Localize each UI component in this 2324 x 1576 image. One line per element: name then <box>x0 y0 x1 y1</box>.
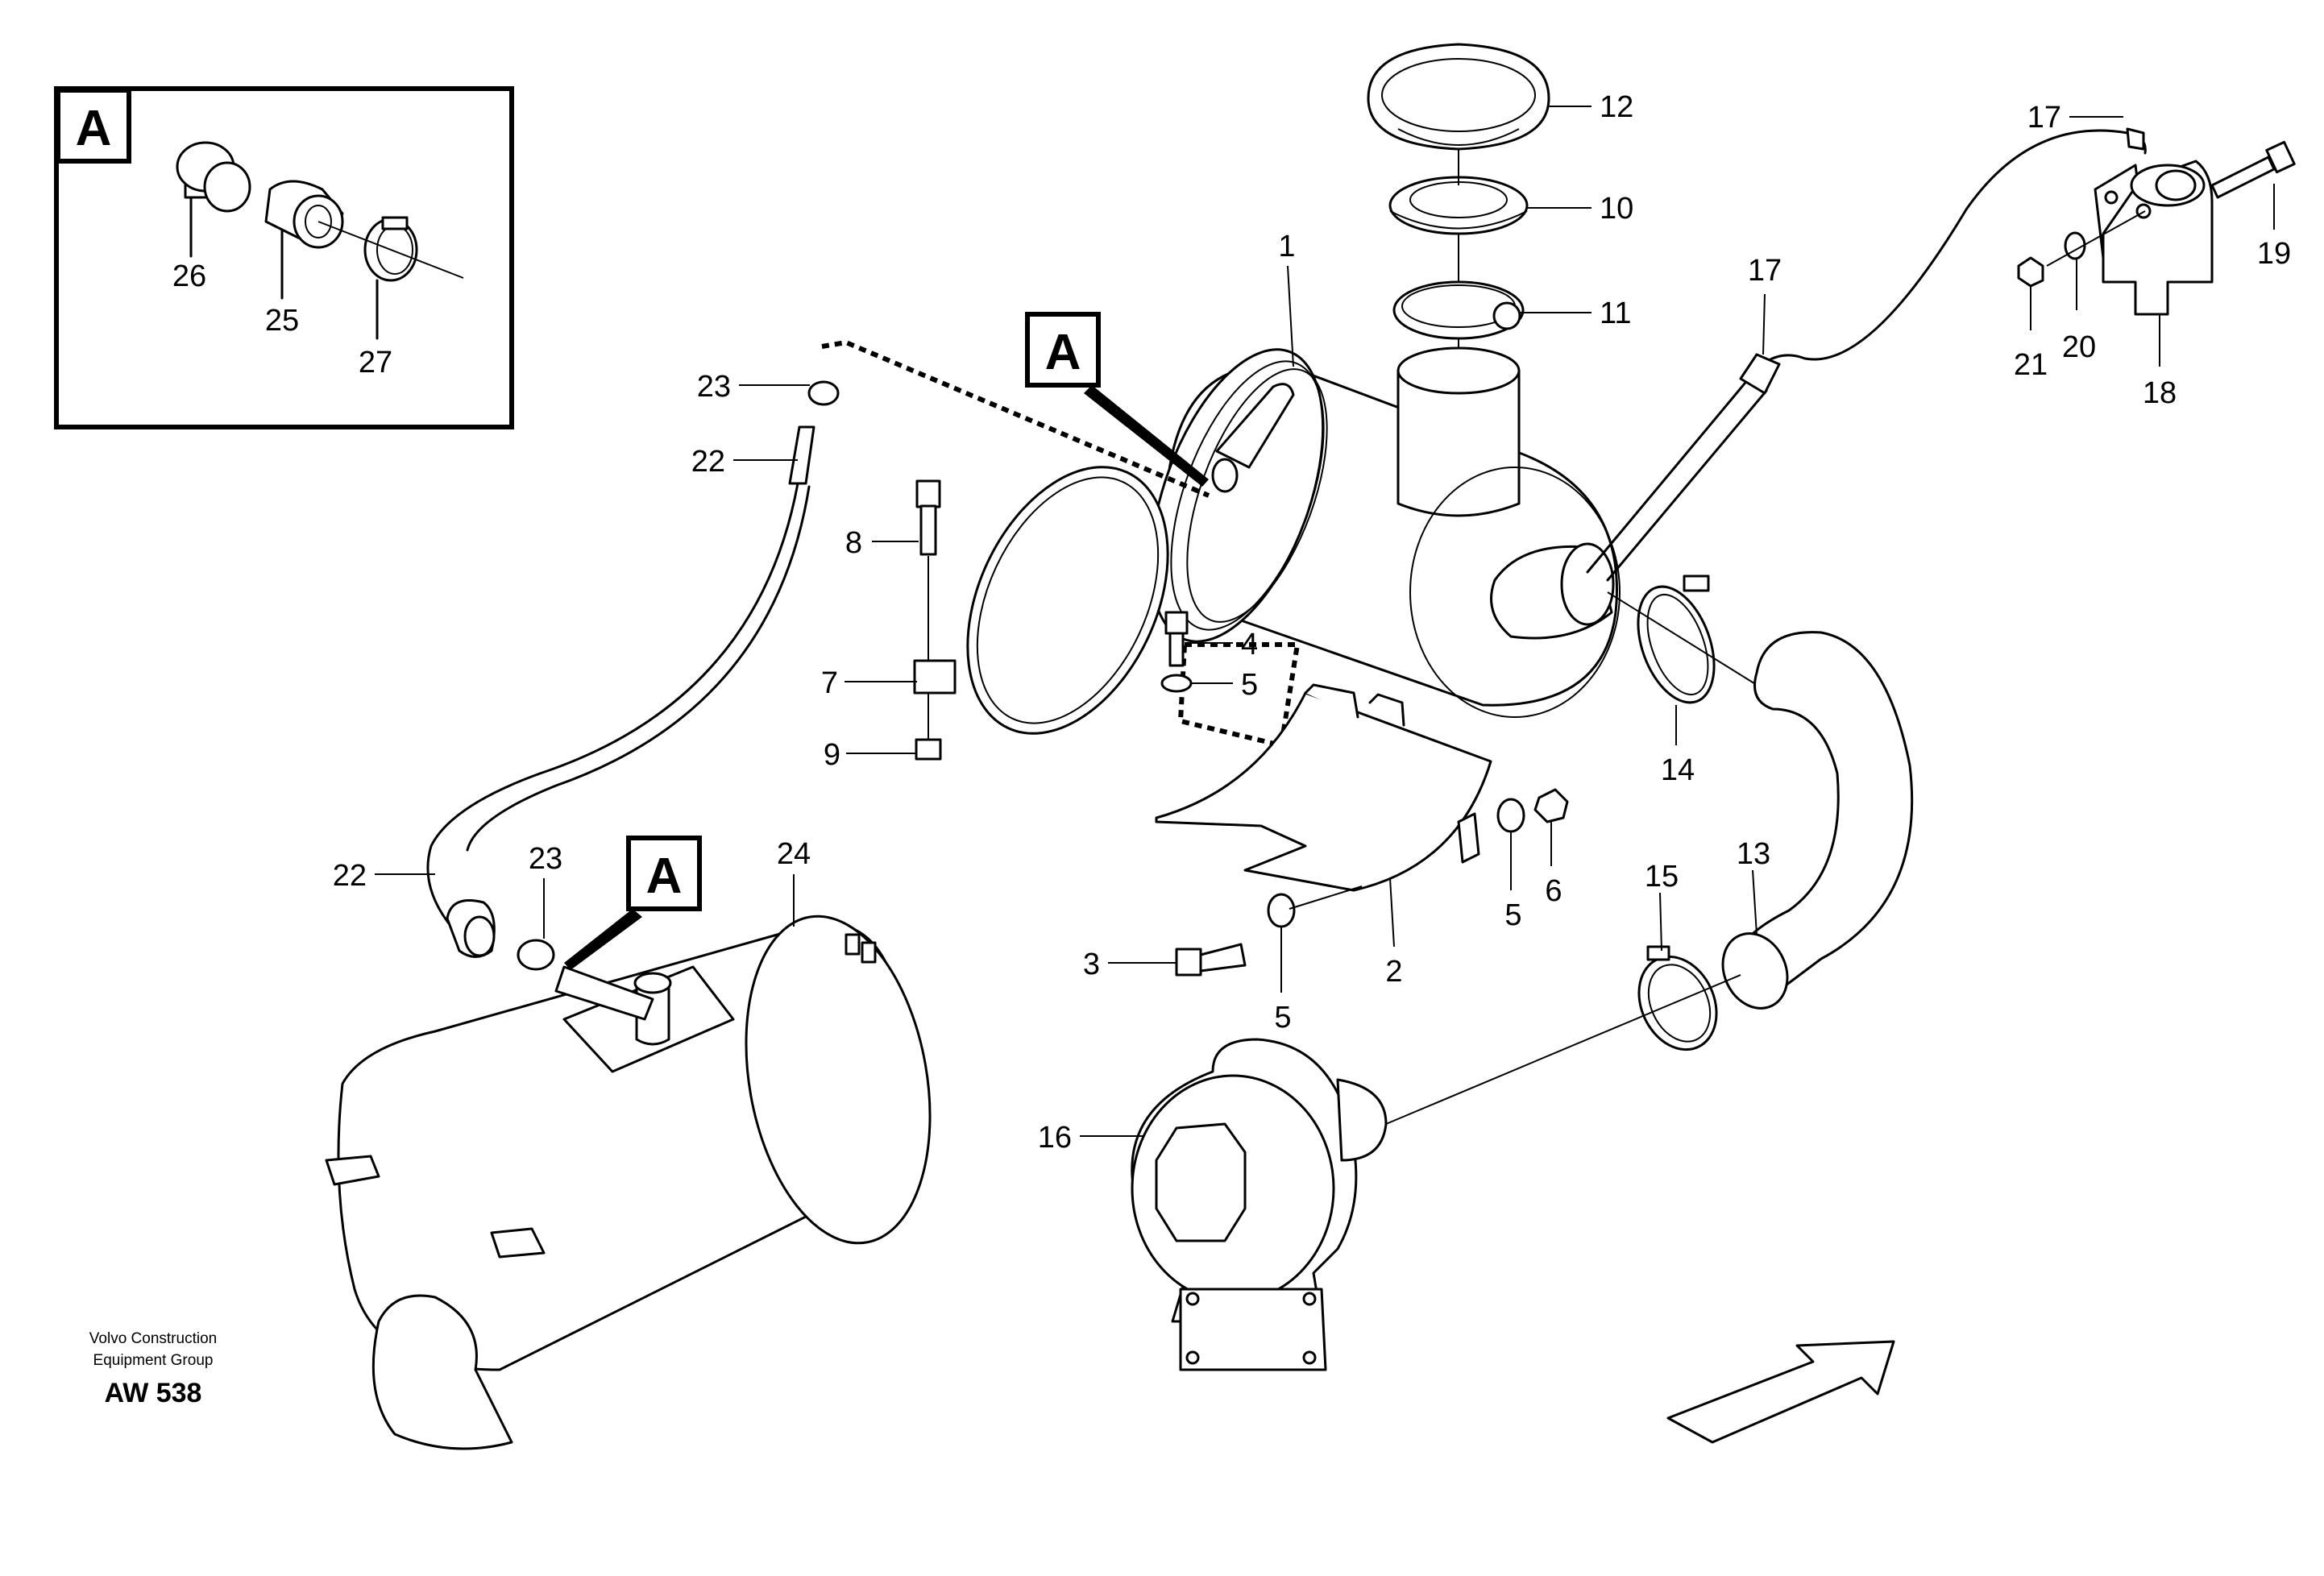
part-24-tank <box>325 914 932 1450</box>
part-12-cap <box>1367 43 1550 151</box>
callout-12: 12 <box>1600 90 1633 124</box>
callout-18: 18 <box>2143 376 2177 410</box>
callout-26: 26 <box>172 259 206 293</box>
callout-15: 15 <box>1645 860 1679 894</box>
callout-23-lower: 23 <box>529 842 562 876</box>
part-22-hose-upper <box>788 425 815 485</box>
callout-19: 19 <box>2257 237 2291 271</box>
part-22-hose-lower <box>446 899 496 958</box>
detail-tag-lower: A <box>564 836 702 970</box>
callout-25: 25 <box>265 304 299 338</box>
part-23-clip-upper <box>807 380 840 406</box>
callout-1: 1 <box>1278 230 1295 263</box>
callout-7: 7 <box>821 666 838 700</box>
part-3-bolt <box>1175 943 1247 977</box>
callout-22-lower: 22 <box>333 859 367 893</box>
hose-route-dashed <box>821 339 1210 498</box>
callout-24: 24 <box>777 837 811 871</box>
part-4-bolt <box>1164 611 1189 667</box>
part-5-washer-right <box>1496 798 1525 833</box>
part-17-hose <box>1586 127 2147 582</box>
company-line-1: Volvo Construction <box>89 1330 217 1347</box>
footer-credit: Volvo Construction Equipment Group AW 53… <box>89 1330 217 1408</box>
part-5-washer-lower <box>1267 893 1296 928</box>
callout-4: 4 <box>1241 628 1258 662</box>
callout-10: 10 <box>1600 192 1633 226</box>
callout-8: 8 <box>845 526 862 560</box>
callout-3: 3 <box>1083 948 1100 981</box>
leader-lines <box>375 106 2275 1137</box>
forward-arrow <box>1666 1340 1895 1444</box>
company-line-2: Equipment Group <box>93 1352 214 1369</box>
callout-22-upper: 22 <box>691 445 725 479</box>
part-10-seal <box>1388 176 1529 235</box>
callout-9: 9 <box>824 738 840 772</box>
vacuum-hose-line <box>426 482 799 928</box>
part-1-air-cleaner <box>1149 346 1621 718</box>
callout-27: 27 <box>359 346 392 379</box>
callout-5-lower: 5 <box>1274 1001 1291 1035</box>
part-18-indicator <box>2094 160 2214 316</box>
callout-11: 11 <box>1600 297 1631 330</box>
callout-6: 6 <box>1545 874 1562 908</box>
svg-text:A: A <box>646 848 683 904</box>
part-8-bolt <box>915 479 941 556</box>
part-15-clamp <box>1637 945 1718 1051</box>
detail-box-tag: A <box>76 101 112 156</box>
part-2-saddle <box>1155 683 1492 892</box>
part-7-band <box>913 466 1169 735</box>
detail-a-inset: A 26 25 27 <box>54 86 514 429</box>
callout-16: 16 <box>1038 1121 1072 1155</box>
callout-20: 20 <box>2062 330 2096 364</box>
part-16-turbo <box>1131 1038 1388 1371</box>
part-9-nut <box>915 738 942 761</box>
svg-text:A: A <box>1045 325 1081 380</box>
drawing-code: AW 538 <box>105 1378 202 1408</box>
part-21-nut <box>2017 256 2044 288</box>
part-26-sleeve <box>176 141 251 213</box>
part-6-nut <box>1533 788 1569 823</box>
part-13-hose <box>1721 631 1914 1010</box>
callout-21: 21 <box>2014 348 2048 382</box>
part-23-clip-lower <box>517 939 555 971</box>
callout-2: 2 <box>1385 955 1402 989</box>
callout-23-upper: 23 <box>697 370 731 404</box>
callout-17-upper: 17 <box>2027 101 2061 135</box>
part-11-clamp <box>1392 280 1525 340</box>
detail-tag-upper: A <box>1025 312 1209 487</box>
bracket-route-dashed <box>1177 642 1301 749</box>
callout-5-upper: 5 <box>1241 668 1258 702</box>
part-19-bolt <box>2210 140 2296 199</box>
part-25-hose <box>264 180 344 249</box>
part-5-washer-upper <box>1160 674 1193 693</box>
callout-labels: 12 10 11 1 8 7 9 4 5 3 5 2 5 6 14 15 13 … <box>333 90 2291 1155</box>
part-14-clamp <box>1637 574 1716 704</box>
callout-14: 14 <box>1661 753 1695 787</box>
callout-13: 13 <box>1737 837 1770 871</box>
callout-17-lower: 17 <box>1748 254 1782 288</box>
callout-5-right: 5 <box>1504 898 1521 932</box>
